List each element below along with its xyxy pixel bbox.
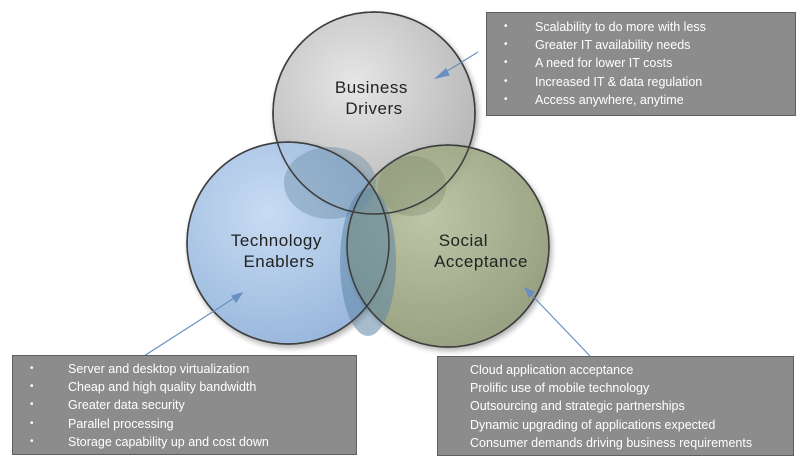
social-acceptance-list: Cloud application acceptance Prolific us… <box>438 361 793 452</box>
business-drivers-label: Business Drivers <box>335 78 413 118</box>
arrow-business-head <box>433 68 450 80</box>
list-item: Increased IT & data regulation <box>495 73 787 91</box>
arrow-social <box>524 287 591 357</box>
list-item: Access anywhere, anytime <box>495 91 787 109</box>
list-item: A need for lower IT costs <box>495 54 787 72</box>
list-item: Server and desktop virtualization <box>21 360 348 378</box>
list-item: Cheap and high quality bandwidth <box>21 378 348 396</box>
business-label-line-1: Business <box>335 78 408 97</box>
social-label-line-2: Acceptance <box>434 252 528 271</box>
technology-enablers-list: Server and desktop virtualization Cheap … <box>21 360 348 451</box>
arrow-social-head <box>523 286 536 299</box>
overlap-business-social <box>378 156 446 216</box>
social-label-line-1: Social <box>439 231 488 250</box>
technology-label-line-2: Enablers <box>243 252 314 271</box>
list-item: Greater IT availability needs <box>495 36 787 54</box>
list-item: Dynamic upgrading of applications expect… <box>470 417 716 432</box>
technology-label-line-1: Technology <box>231 231 322 250</box>
list-item: Outsourcing and strategic partnerships <box>470 399 685 414</box>
list-item: Cloud application acceptance <box>470 363 634 377</box>
overlap-technology-social <box>340 188 396 336</box>
technology-enablers-label: Technology Enablers <box>231 231 327 271</box>
business-drivers-list: Scalability to do more with less Greater… <box>495 18 787 109</box>
list-item: Storage capability up and cost down <box>21 433 348 451</box>
list-item: Greater data security <box>21 396 348 414</box>
list-item: Consumer demands driving business requir… <box>470 435 753 450</box>
social-acceptance-box: Cloud application acceptance Prolific us… <box>437 356 794 456</box>
technology-enablers-box: Server and desktop virtualization Cheap … <box>12 355 357 455</box>
business-label-line-2: Drivers <box>345 99 402 118</box>
list-item: Parallel processing <box>21 415 348 433</box>
social-acceptance-label: Social Acceptance <box>434 231 528 271</box>
list-item: Scalability to do more with less <box>495 18 787 36</box>
arrow-technology <box>143 292 243 357</box>
business-drivers-box: Scalability to do more with less Greater… <box>486 12 796 116</box>
arrow-technology-head <box>231 291 244 304</box>
list-item: Prolific use of mobile technology <box>470 381 650 396</box>
